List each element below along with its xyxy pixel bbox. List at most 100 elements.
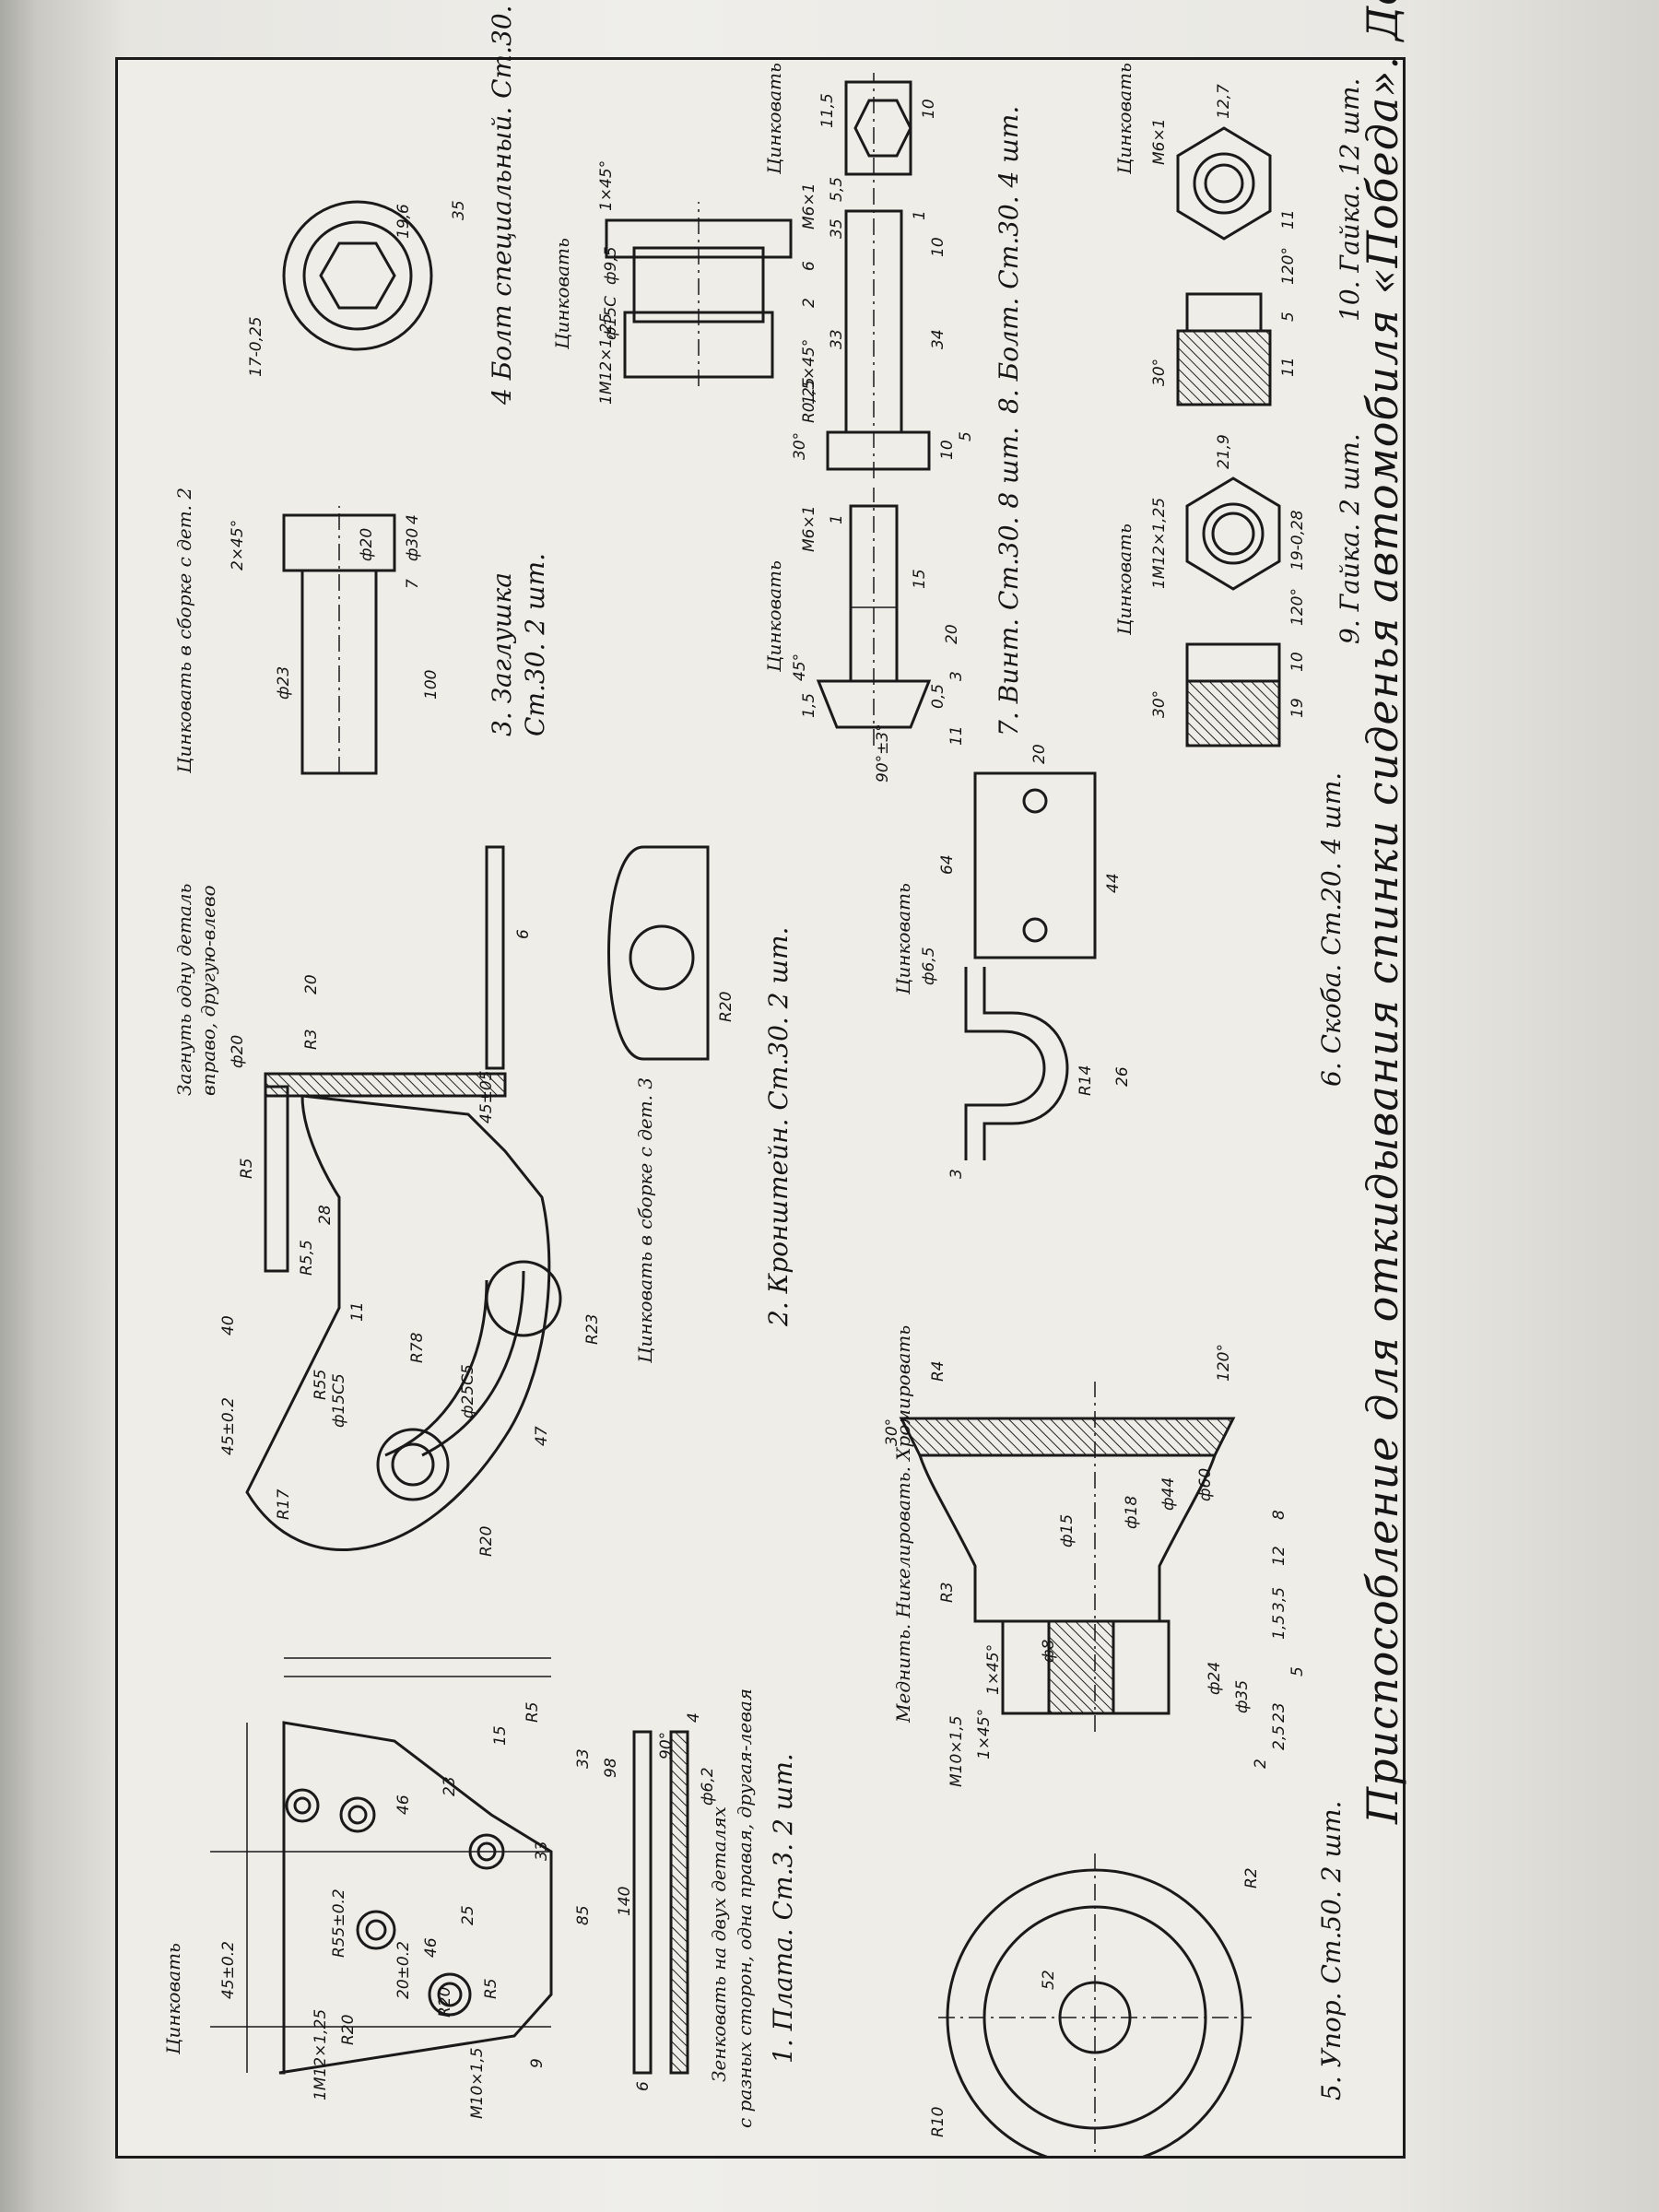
sheet-title: Приспособление для откидывания спинки си… (1358, 0, 1407, 1824)
part-3-dim-1: ф23 (275, 665, 293, 700)
part-7-dim-9: 3 (947, 671, 966, 681)
part-1-dim-18: 98 (602, 1758, 620, 1778)
part-5-caption: 5. Упор. Ст.50. 2 шт. (1316, 1800, 1347, 2100)
part-2-dim-15: R3 (302, 1029, 321, 1050)
technical-drawing (210, 73, 1281, 2156)
part-10-dim-3: 120° (1279, 247, 1298, 285)
part-2-dim-0: 45±0.2 (219, 1397, 238, 1455)
part-9-dim-4: 21,9 (1215, 434, 1233, 469)
drawing-sheet: Цинковать 45±0.2 1М12×1,25 R20 R55±0.2 2… (115, 0, 1407, 2159)
part-8-dim-6: 34 (929, 329, 947, 349)
sheet-title-quoted: «Победа». (1358, 54, 1407, 295)
part-8-dim-7: 5 (957, 431, 975, 441)
part-7-screw-drawing (816, 488, 932, 746)
part-5-dim-5: 1×45° (984, 1643, 1003, 1695)
part-5-dim-8: ф35 (1233, 1679, 1252, 1713)
part-3-caption: 3. Заглушка (487, 572, 517, 736)
part-5-dim-14: 30° (883, 1418, 901, 1446)
part-4-finish-note: Цинковать (551, 238, 573, 349)
part-1-dim-7: М10×1,5 (468, 2047, 487, 2119)
part-5-dim-16: R3 (938, 1582, 957, 1603)
part-7-dim-8: 0,5 (929, 683, 947, 709)
part-1-dim-23: ф6,2 (699, 1767, 717, 1806)
part-3-dim-4: 100 (422, 669, 441, 700)
part-2-caption: 2. Кронштейн. Ст.30. 2 шт. (763, 926, 794, 1326)
part-5-dim-4: 1×45° (975, 1708, 994, 1759)
part-9-nut-drawing (1185, 477, 1281, 747)
part-8-finish-note: Цинковать (763, 63, 785, 174)
part-1-dim-0: 45±0.2 (219, 1941, 238, 1999)
part-2-dim-3: R5,5 (298, 1240, 316, 1276)
part-4-dim-9: 6 (800, 261, 818, 271)
part-10-finish-note: Цинковать (1113, 63, 1135, 174)
part-5-dim-17: 23 (1270, 1702, 1288, 1723)
part-5-dim-9: ф15 (1058, 1513, 1077, 1547)
part-4-caption: 4 Болт специальный. Ст.30. 2 шт. (487, 0, 517, 405)
sheet-title-main: Приспособление для откидывания спинки си… (1358, 309, 1407, 1824)
part-1-dim-5: 46 (422, 1937, 441, 1958)
part-2-dim-4: R5 (238, 1158, 256, 1179)
part-1-dim-13: 23 (441, 1776, 459, 1796)
part-3-dim-2: ф20 (358, 527, 376, 561)
part-5-dim-10: ф18 (1123, 1495, 1141, 1529)
part-8-dim-0: 30° (791, 431, 809, 460)
part-6-dim-4: 44 (1104, 873, 1123, 893)
part-1-dim-21: 4 (685, 1712, 703, 1723)
part-1-dim-3: R55±0.2 (330, 1888, 348, 1958)
part-8-caption: 8. Болт. Ст.30. 4 шт. (994, 105, 1024, 414)
part-1-dim-15: R5 (524, 1701, 542, 1723)
part-8-dim-9: 10 (920, 99, 938, 119)
part-3-finish-note: Цинковать в сборке с дет. 2 (173, 487, 195, 773)
part-3-dim-6: 4 (404, 514, 422, 524)
part-4-dim-11: 35 (828, 218, 846, 239)
part-10-dim-0: 30° (1150, 358, 1169, 386)
part-10-dim-6: 11 (1279, 209, 1298, 229)
part-8-dim-5: 10 (929, 237, 947, 257)
part-2-dim-12: 47 (533, 1426, 551, 1446)
part-6-dim-6: 20 (1030, 744, 1049, 764)
part-7-dim-2: 1,5 (800, 692, 818, 718)
part-6-dim-2: R14 (1077, 1065, 1095, 1096)
part-6-dim-1: 3 (947, 1169, 966, 1179)
part-8-dim-2: 10 (938, 440, 957, 460)
part-2-dim-10: ф25С5 (459, 1364, 477, 1418)
part-2-finish-note: Цинковать в сборке с дет. 3 (634, 1077, 656, 1363)
part-1-dim-6: 25 (459, 1905, 477, 1925)
part-5-dim-6: ф8 (1040, 1639, 1058, 1663)
part-6-caption: 6. Скоба. Ст.20. 4 шт. (1316, 771, 1347, 1087)
part-2-dim-18: 6 (514, 929, 533, 939)
part-5-dim-11: ф44 (1159, 1477, 1178, 1511)
part-4-dim-12: 5,5 (828, 176, 846, 202)
part-10-dim-5: 12,7 (1215, 84, 1233, 119)
part-5-dim-12: ф60 (1196, 1467, 1215, 1501)
part-5-dim-23: 2,5 (1270, 1724, 1288, 1750)
part-2-dim-8: R78 (408, 1332, 427, 1363)
part-9-dim-0: 30° (1150, 689, 1169, 718)
part-2-dim-16: 20 (302, 974, 321, 994)
part-5-dim-2: R2 (1242, 1867, 1261, 1888)
part-5-dim-13: 120° (1215, 1344, 1233, 1382)
part-6-clip-drawing (964, 771, 1097, 1160)
part-8-dim-4: 1 (911, 210, 929, 220)
part-1-dim-14: 15 (491, 1725, 510, 1746)
part-6-dim-5: 64 (938, 854, 957, 875)
part-6-dim-0: ф6,5 (920, 947, 938, 985)
part-8-bolt-drawing (826, 73, 931, 478)
part-4-dim-10: 33 (828, 329, 846, 349)
part-3-dim-5: 7 (404, 579, 422, 589)
part-4-dim-5: ф9,5 (602, 246, 620, 285)
part-5-dim-20: 3,5 (1270, 1586, 1288, 1612)
part-5-dim-7: ф24 (1206, 1661, 1224, 1695)
part-9-dim-1: 19 (1288, 698, 1307, 718)
part-7-dim-5: 20 (943, 624, 961, 644)
part-4-dim-4: ф15С (602, 295, 620, 340)
part-5-dim-3: М10×1,5 (947, 1715, 966, 1787)
part-10-dim-4: М6×1 (1150, 118, 1169, 165)
part-5-dim-22: 8 (1270, 1510, 1288, 1520)
part-1-finish-note: Цинковать (162, 1943, 184, 2054)
part-10-nut-drawing (1176, 126, 1272, 406)
part-1-dim-10: 9 (528, 2058, 547, 2068)
part-1-dim-17: 33 (574, 1748, 593, 1769)
part-10-dim-2: 5 (1279, 312, 1298, 322)
part-8-dim-8: 11,5 (818, 93, 837, 128)
